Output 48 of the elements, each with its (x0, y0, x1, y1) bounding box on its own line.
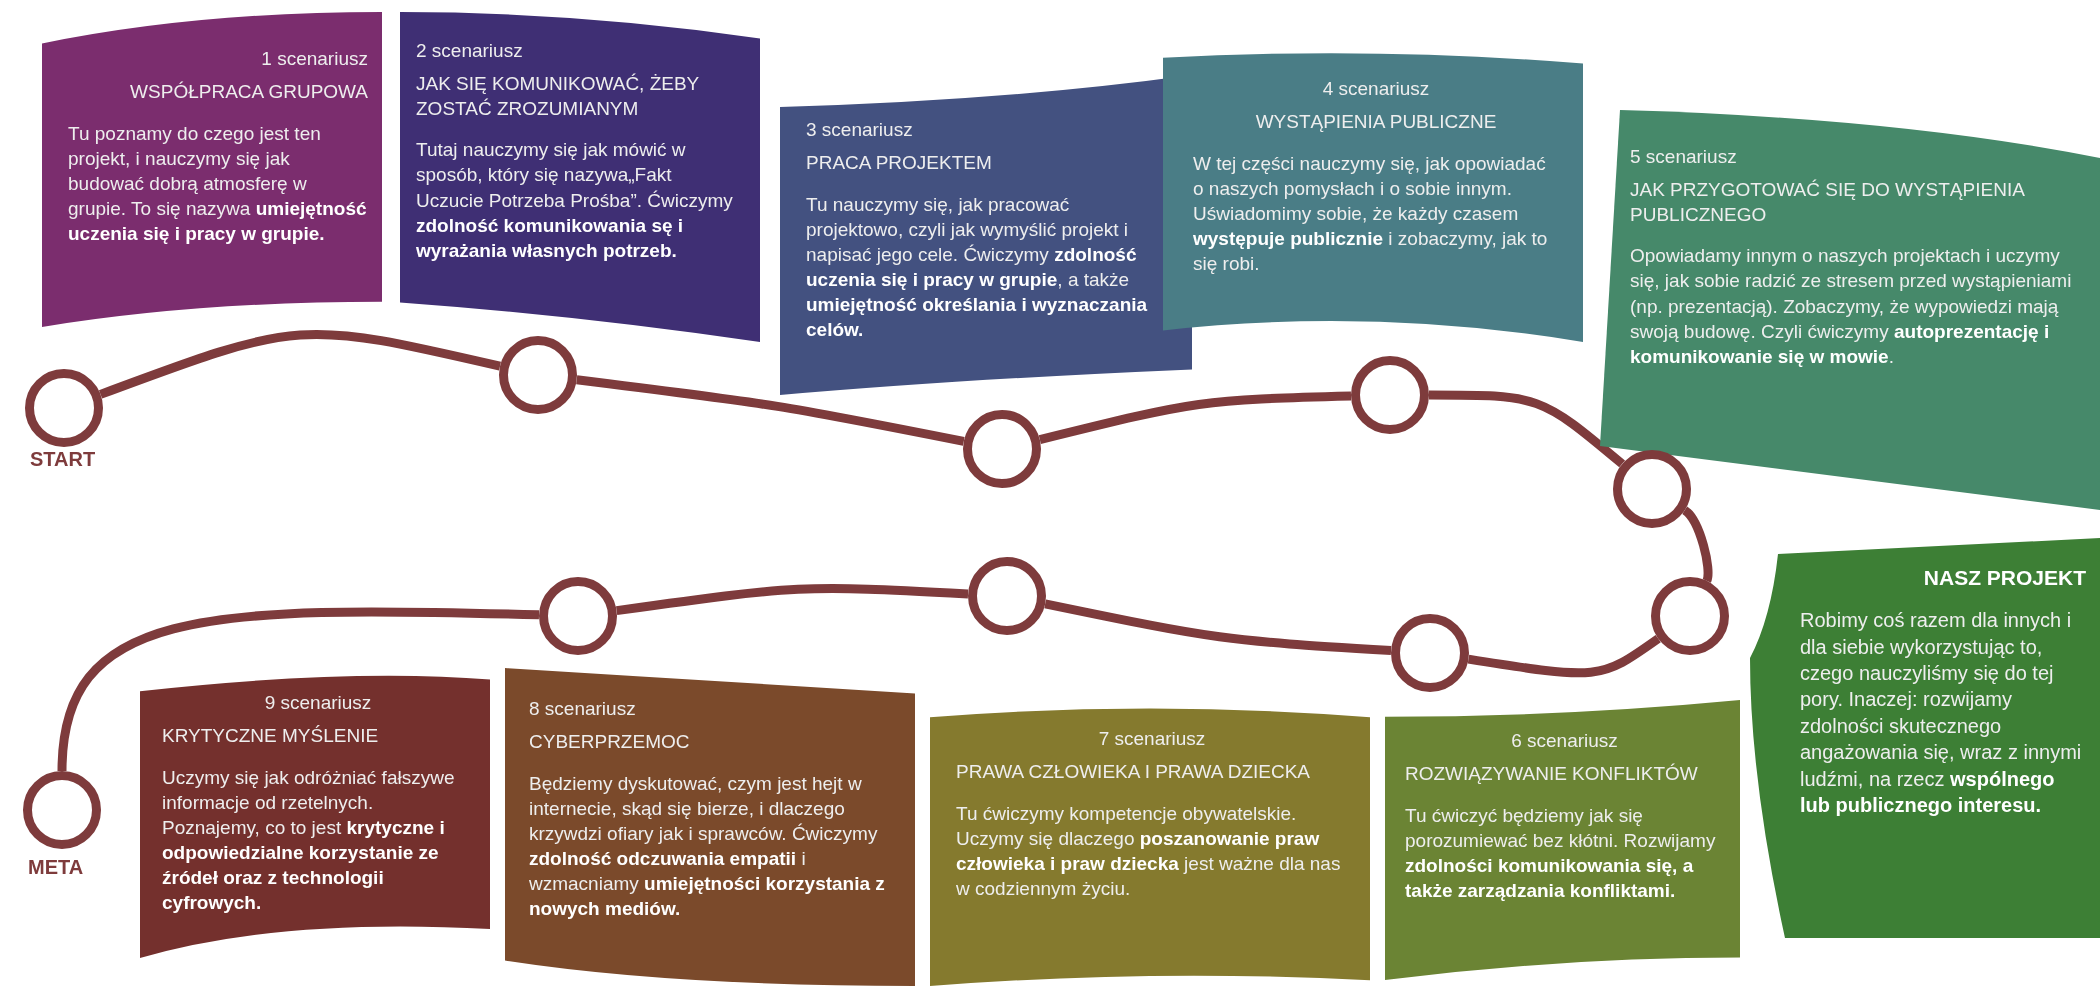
path-line (1681, 506, 1713, 582)
scenario-banner (1600, 110, 2100, 510)
scenario-description: Uczymy się jak odróżniać fałszywe informacje od rzetelnych. Poznajemy, co to jest krytyczne i odpowiedzialne korzystanie ze źródeł oraz z technologii cyfrowych. (162, 765, 456, 916)
scenario-description: Tu poznamy do czego jest ten projekt, i nauczymy się jak budować dobrą atmosferę w grupie. To się nazywa umiejętność uczenia się i pracy w grupie. (68, 121, 368, 246)
scenario-number: 4 scenariusz (1322, 78, 1430, 100)
scenario-number: 5 scenariusz (1630, 146, 1737, 168)
scenario-title: JAK PRZYGOTOWAĆ SIĘ DO WYSTĄPIENIA PUBLICZNEGO (1630, 178, 2026, 227)
scenario-title: CYBERPRZEMOC (529, 730, 691, 754)
scenario-number: 7 scenariusz (1098, 728, 1206, 750)
scenario-banner (505, 668, 915, 986)
path-line (1038, 391, 1352, 444)
scenario-description: Tutaj nauczymy się jak mówić w sposób, który się nazywa„Fakt Uczucie Potrzeba Prośba”. Ćwiczymy zdolność komunikowania sę i wyrażania własnych potrzeb. (416, 138, 734, 263)
scenario-banner (42, 12, 382, 327)
scenario-title: KRYTYCZNE MYŚLENIE (162, 724, 380, 748)
scenario-title: WYSTĄPIENIA PUBLICZNE (1254, 110, 1498, 134)
milestone-label: META (28, 856, 84, 879)
scenario-title: PRACA PROJEKTEM (806, 151, 993, 175)
scenario-banner (1163, 52, 1583, 342)
scenario-banner (1750, 538, 2100, 938)
scenario-description: Tu ćwiczyć będziemy jak się porozumiewać bez kłótni. Rozwijamy zdolności komunikowania się, a także zarządzania konfliktami. (1405, 803, 1717, 903)
path-line (1429, 390, 1625, 468)
scenario-title: JAK SIĘ KOMUNIKOWAĆ, ŻEBY ZOSTAĆ ZROZUMIANYM (416, 72, 700, 121)
path-line (1467, 634, 1661, 678)
path-line (57, 607, 540, 772)
milestone-label: START (30, 448, 96, 471)
scenario-title: NASZ PROJEKT (1922, 565, 2086, 591)
scenario-number: 9 scenariusz (264, 692, 372, 714)
scenario-title: ROZWIĄZYWANIE KONFLIKTÓW (1405, 762, 1699, 786)
scenario-description: Tu nauczymy się, jak pracować projektowo, czyli jak wymyślić projekt i napisać jego cele. Ćwiczymy zdolność uczenia się i pracy w grupie, a także umiejętność określania i wyznaczania celów. (806, 192, 1149, 343)
path-circle (1613, 450, 1691, 528)
scenario-description: Tu ćwiczymy kompetencje obywatelskie. Uczymy się dlaczego poszanowanie praw człowieka i praw dziecka jest ważne dla nas w codziennym życiu. (956, 801, 1342, 901)
scenario-number: 6 scenariusz (1511, 730, 1618, 752)
scenario-number: 3 scenariusz (806, 119, 913, 141)
scenario-number: 2 scenariusz (416, 40, 523, 62)
path-line (576, 375, 965, 446)
path-line (98, 330, 501, 399)
scenario-number: 1 scenariusz (261, 48, 368, 70)
scenario-banner (1385, 700, 1740, 980)
path-line (1044, 599, 1392, 656)
scenario-title: PRAWA CZŁOWIEKA I PRAWA DZIECKA (956, 760, 1312, 784)
scenario-number: 8 scenariusz (529, 698, 636, 720)
scenario-description: Będziemy dyskutować, czym jest hejt w internecie, skąd się bierze, i dlaczego krzywdzi ofiary jak i sprawców. Ćwiczymy zdolność odczuwania empatii i wzmacniamy umiejętności korzystania z nowych mediów. (529, 771, 886, 922)
scenario-description: Robimy coś razem dla innych i dla siebie wykorzystując to, czego nauczyliśmy się do tej pory. Inaczej: rozwijamy zdolności skutecznego angażowania się, wraz z innymi ludźmi, na rzecz wspólnego lub publicznego interesu. (1799, 608, 2083, 819)
scenario-title: WSPÓŁPRACA GRUPOWA (129, 80, 368, 104)
scenario-description: Opowiadamy innym o naszych projektach i uczymy się, jak sobie radzić ze stresem przed wystąpieniami (np. prezentacją). Zobaczymy, że wypowiedzi mają swoją budowę. Czyli ćwiczymy autoprezentację i komunikowanie się w mowie. (1630, 244, 2073, 369)
path-line (616, 584, 969, 616)
scenario-banner (400, 12, 760, 342)
scenario-description: W tej części nauczymy się, jak opowiadać o naszych pomysłach i o sobie innym. Uświadomimy sobie, że każdy czasem występuje publicznie i zobaczymy, jak to się robi. (1193, 151, 1549, 276)
